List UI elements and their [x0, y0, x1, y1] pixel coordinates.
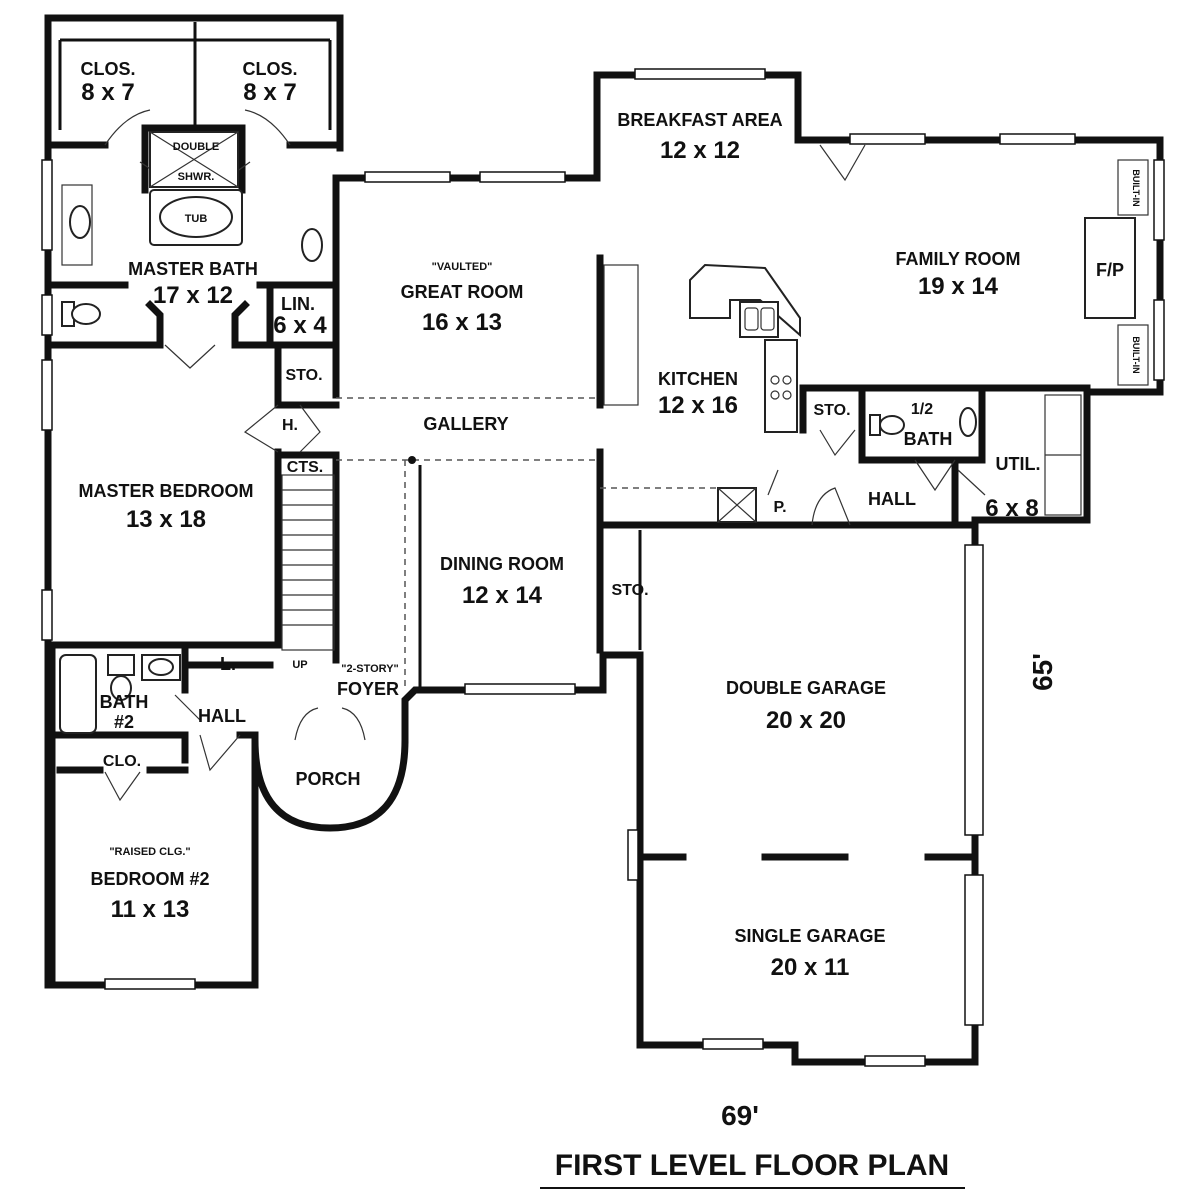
master-bath-name: MASTER BATH: [128, 259, 258, 279]
storage-kitchen-label: STO.: [813, 402, 850, 419]
family-room-name: FAMILY ROOM: [895, 249, 1020, 269]
depth-dimension: 65': [1027, 653, 1058, 691]
stair-up-label: UP: [292, 659, 307, 671]
master-bedroom-name: MASTER BEDROOM: [79, 481, 254, 501]
hall-rear-label: HALL: [868, 489, 916, 509]
storage-dining-label: STO.: [611, 582, 648, 599]
tub-label: TUB: [185, 213, 208, 225]
bath2-label-2: #2: [114, 712, 134, 732]
master-bath-size: 17 x 12: [153, 282, 233, 309]
double-shower-label-2: SHWR.: [178, 171, 215, 183]
closet-right-size: 8 x 7: [243, 79, 296, 106]
doors: [104, 109, 986, 802]
great-room-name: GREAT ROOM: [401, 282, 524, 302]
room-labels: CLOS. 8 x 7 CLOS. 8 x 7 DOUBLE SHWR. TUB…: [79, 59, 1142, 981]
plan-title: FIRST LEVEL FLOOR PLAN: [555, 1149, 949, 1182]
windows: [41, 68, 1165, 1067]
gallery-label: GALLERY: [423, 414, 508, 434]
built-in-top-label: BUILT-IN: [1131, 169, 1141, 206]
stair-treads: [282, 489, 334, 626]
dining-room-name: DINING ROOM: [440, 554, 564, 574]
breakfast-name: BREAKFAST AREA: [617, 110, 782, 130]
closet-right-name: CLOS.: [242, 59, 297, 79]
linen-small-label: L.: [220, 654, 236, 674]
master-bedroom-size: 13 x 18: [126, 506, 206, 533]
closet-left-name: CLOS.: [80, 59, 135, 79]
kitchen-size: 12 x 16: [658, 392, 738, 419]
bedroom2-note: "RAISED CLG.": [109, 846, 190, 858]
fixtures: [59, 131, 1149, 734]
great-room-note: "VAULTED": [432, 261, 493, 273]
bedroom2-size: 11 x 13: [111, 896, 190, 923]
interior-walls: [48, 22, 1091, 989]
h-closet-label: H.: [282, 417, 298, 434]
half-bath-label: 1/2: [911, 401, 933, 418]
foyer-name: FOYER: [337, 679, 399, 699]
kitchen-name: KITCHEN: [658, 369, 738, 389]
bedroom2-name: BEDROOM #2: [90, 869, 209, 889]
width-dimension: 69': [721, 1100, 759, 1131]
great-room-size: 16 x 13: [422, 309, 502, 336]
storage-top-label: STO.: [285, 367, 322, 384]
utility-size: 6 x 8: [985, 495, 1038, 522]
foyer-note: "2-STORY": [341, 663, 399, 675]
single-garage-size: 20 x 11: [771, 954, 850, 981]
hall-front-label: HALL: [198, 706, 246, 726]
linen-name: LIN.: [281, 294, 315, 314]
double-shower-label: DOUBLE: [173, 141, 219, 153]
cts-label: CTS.: [287, 459, 323, 476]
breakfast-size: 12 x 12: [660, 137, 740, 164]
double-garage-size: 20 x 20: [766, 707, 846, 734]
half-bath-label-2: BATH: [904, 429, 953, 449]
closet-bed2-label: CLO.: [103, 753, 141, 770]
pantry-label: P.: [773, 499, 786, 516]
single-garage-name: SINGLE GARAGE: [734, 926, 885, 946]
linen-size: 6 x 4: [273, 312, 327, 339]
utility-name: UTIL.: [996, 454, 1041, 474]
double-garage-name: DOUBLE GARAGE: [726, 678, 886, 698]
bath2-label: BATH: [100, 692, 149, 712]
fireplace-label: F/P: [1096, 260, 1124, 280]
exterior-walls: [44, 14, 1164, 1066]
dining-room-size: 12 x 14: [462, 582, 543, 609]
family-room-size: 19 x 14: [918, 273, 999, 300]
porch-label: PORCH: [295, 769, 360, 789]
built-in-bottom-label: BUILT-IN: [1131, 336, 1141, 373]
closet-left-size: 8 x 7: [81, 79, 134, 106]
